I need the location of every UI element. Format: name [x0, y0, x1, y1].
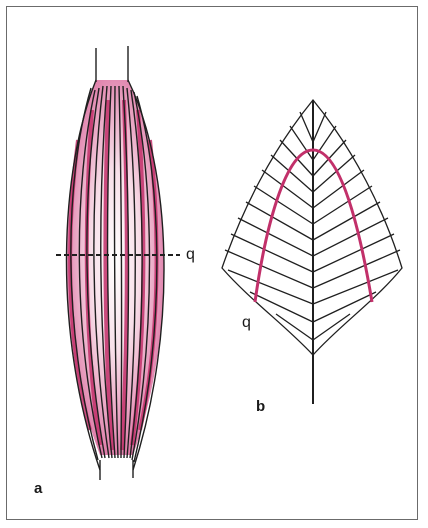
panel-label-a: a: [34, 480, 42, 497]
fusiform-muscle: [56, 46, 180, 480]
proximal-tendon: [96, 46, 128, 82]
distal-tendon: [100, 460, 133, 480]
label-q-a: q: [186, 246, 195, 264]
pennate-muscle: [222, 100, 402, 404]
panel-label-b: b: [256, 398, 265, 415]
label-q-b: q: [242, 314, 251, 332]
